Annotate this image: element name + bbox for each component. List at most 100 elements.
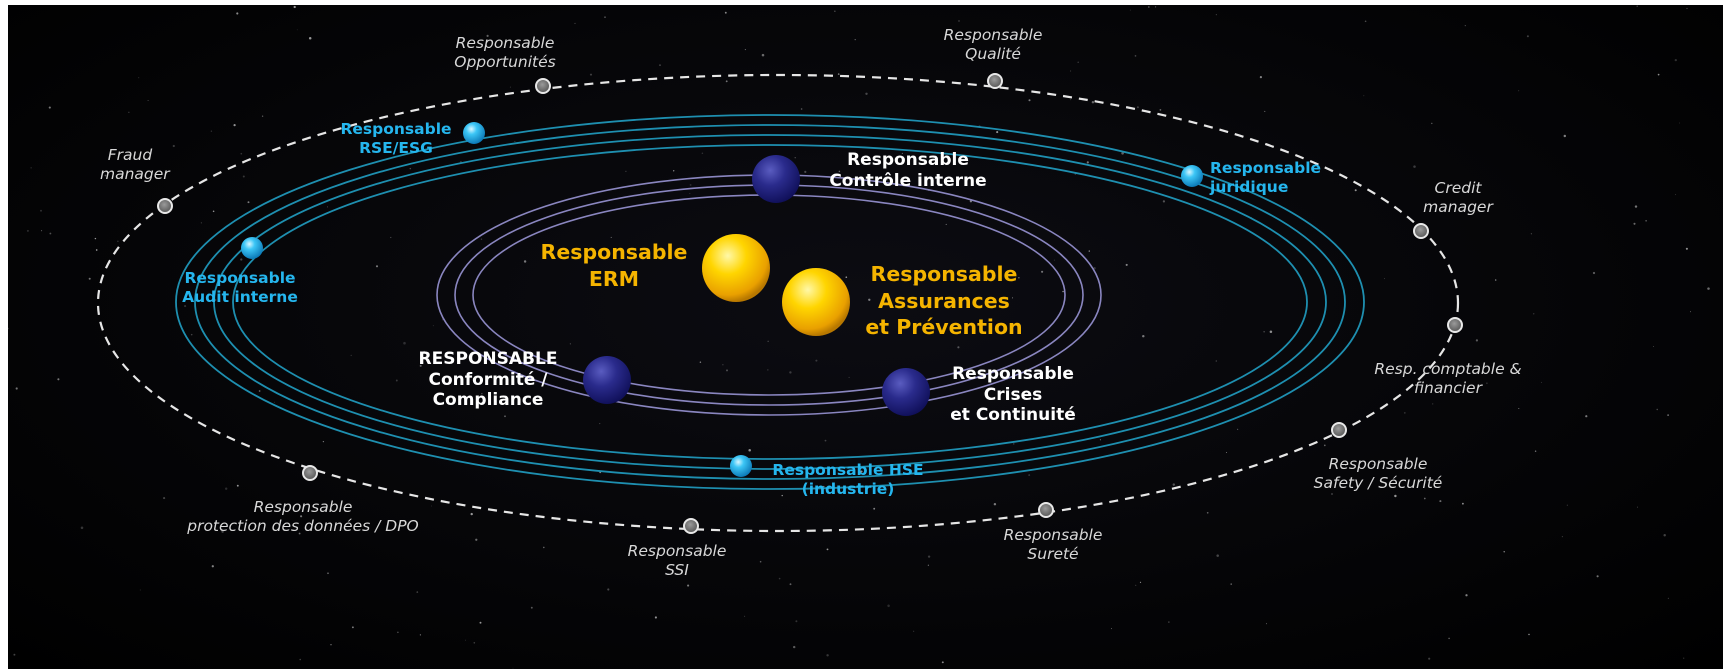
star [95,249,98,251]
star [848,376,850,378]
star [794,157,796,159]
star [1070,70,1072,72]
middle-orbit-ring [194,124,1346,480]
audit-interne-label-line: Audit interne [182,287,298,306]
star [1091,100,1095,104]
star [211,565,214,568]
star [1086,161,1089,164]
star [1431,122,1433,125]
star [1147,6,1150,8]
star [941,661,944,664]
star [1099,439,1101,441]
star [1667,597,1670,599]
star [701,152,704,154]
star [1683,657,1685,659]
star [464,639,466,641]
star [419,364,422,367]
dpo-node-icon [302,465,318,481]
star [957,346,960,349]
star [1216,554,1219,557]
star [375,265,379,268]
star [296,29,298,31]
star [80,526,84,530]
star [247,201,250,204]
star [1172,483,1176,486]
star [1077,61,1079,64]
conformite-sphere-icon [583,356,631,404]
star [610,236,612,238]
star [1069,99,1071,101]
star [236,12,239,15]
star [795,620,798,623]
star [327,206,329,208]
star [163,497,166,500]
star [1206,511,1209,514]
ssi-node-icon [683,518,699,534]
star [1532,313,1535,315]
controle-interne-sphere-icon [752,155,800,203]
star [261,115,264,117]
star [1226,452,1227,453]
hse-label-line: Responsable HSE [772,461,924,479]
star [860,470,863,473]
star [1439,500,1442,503]
qualite-label: Responsable Qualité [923,26,1063,64]
star [881,278,884,281]
safety-label-line: Safety / Sécurité [1313,473,1443,492]
star [512,667,514,669]
star [1162,200,1166,203]
star [789,371,792,374]
star [397,631,399,634]
star [1448,637,1450,640]
star [726,369,728,372]
star [504,415,506,418]
conformite-label-line: Compliance [432,390,544,411]
star [993,502,997,506]
star [1663,534,1666,537]
star [837,73,840,75]
star [1432,403,1434,405]
ssi-label: Responsable SSI [607,542,747,580]
star [233,123,236,127]
comptable-label-line: Resp. comptable & [1374,360,1522,378]
star [901,152,903,154]
star [725,80,728,83]
star [480,238,483,240]
controle-interne-label-line: Contrôle interne [829,170,987,191]
star [996,131,999,134]
star [327,572,329,575]
qualite-label-line: Responsable [943,26,1043,44]
star [589,73,593,76]
star [1230,583,1232,585]
star [470,512,473,516]
star [308,36,312,40]
star [432,325,434,327]
star [1136,106,1139,109]
opportunites-label: Responsable Opportunités [435,34,575,72]
middle-orbit-rings [175,114,1365,490]
star [1111,628,1112,630]
star [826,654,829,657]
star [330,644,332,646]
star [1413,165,1416,168]
audit-interne-label-line: Responsable [184,269,296,287]
rse-esg-sphere-icon [463,122,485,144]
star [1125,263,1128,266]
star [395,379,398,382]
star [1656,408,1658,411]
star [403,341,406,345]
star [1428,657,1431,660]
star [767,340,769,342]
middle-orbit-ring [175,114,1365,490]
audit-interne-sphere-icon [241,237,263,259]
star [1461,502,1464,505]
star [604,16,606,18]
star [129,151,131,153]
star [1585,415,1588,418]
star [744,49,746,51]
star [117,240,119,242]
crises-label: Responsable Crises et Continuité [933,364,1093,426]
star [1475,339,1479,342]
erm-label-line: ERM [588,266,640,291]
star [1028,99,1031,102]
